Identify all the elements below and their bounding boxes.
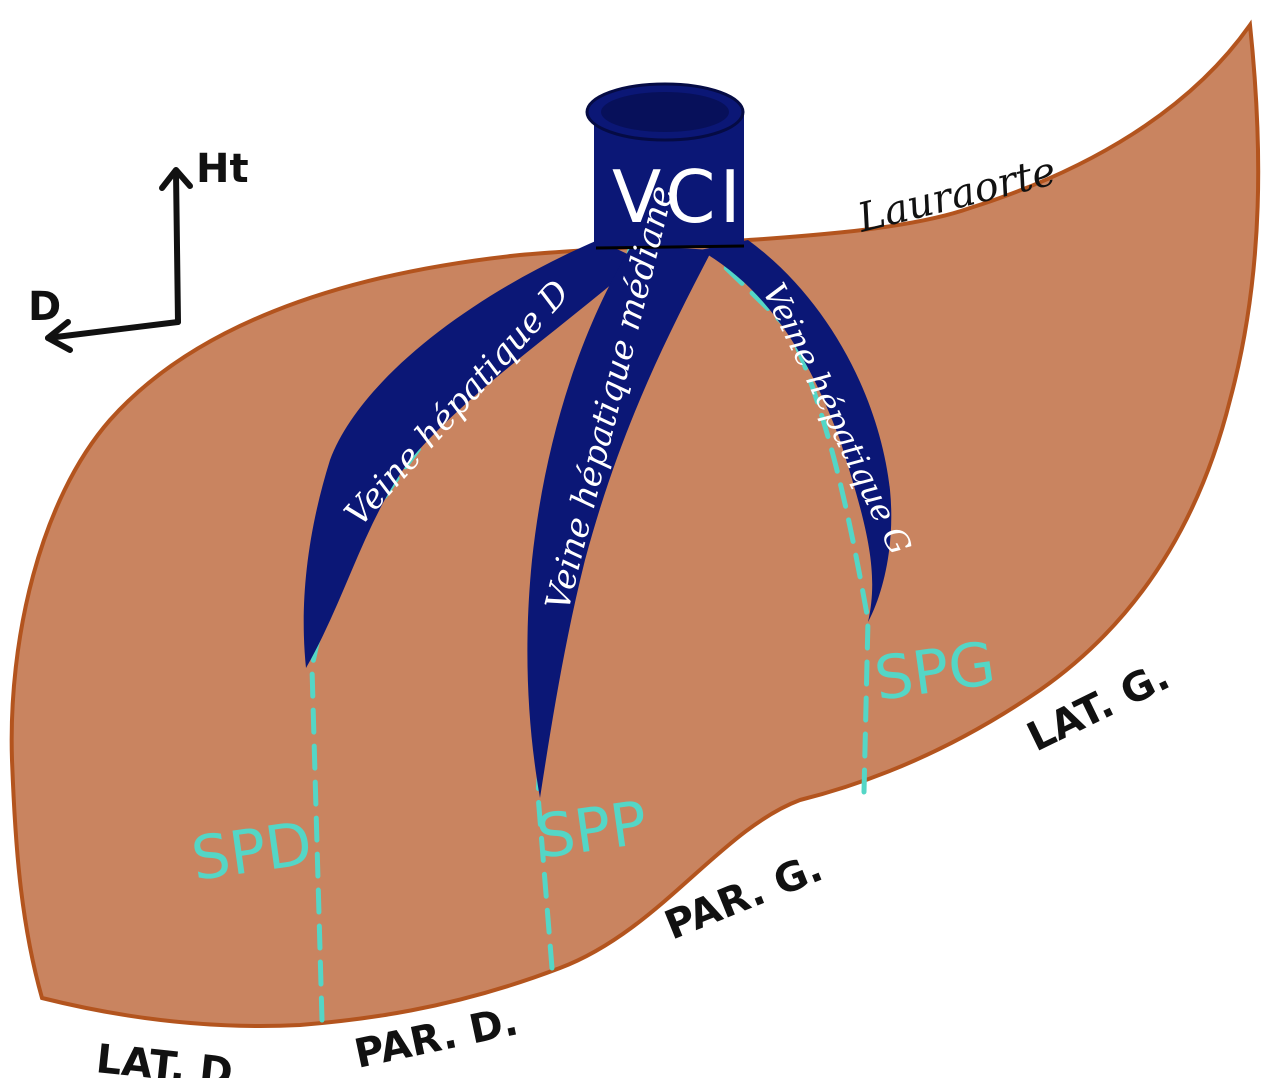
orientation-right-label: D (28, 284, 61, 330)
orientation-axes (48, 170, 190, 350)
vci-base-line (596, 246, 744, 248)
sector-label-lat-d: LAT. D. (94, 1036, 250, 1078)
up-arrow-line (176, 172, 178, 322)
vci-opening (601, 92, 729, 132)
orientation-up-label: Ht (196, 146, 249, 192)
